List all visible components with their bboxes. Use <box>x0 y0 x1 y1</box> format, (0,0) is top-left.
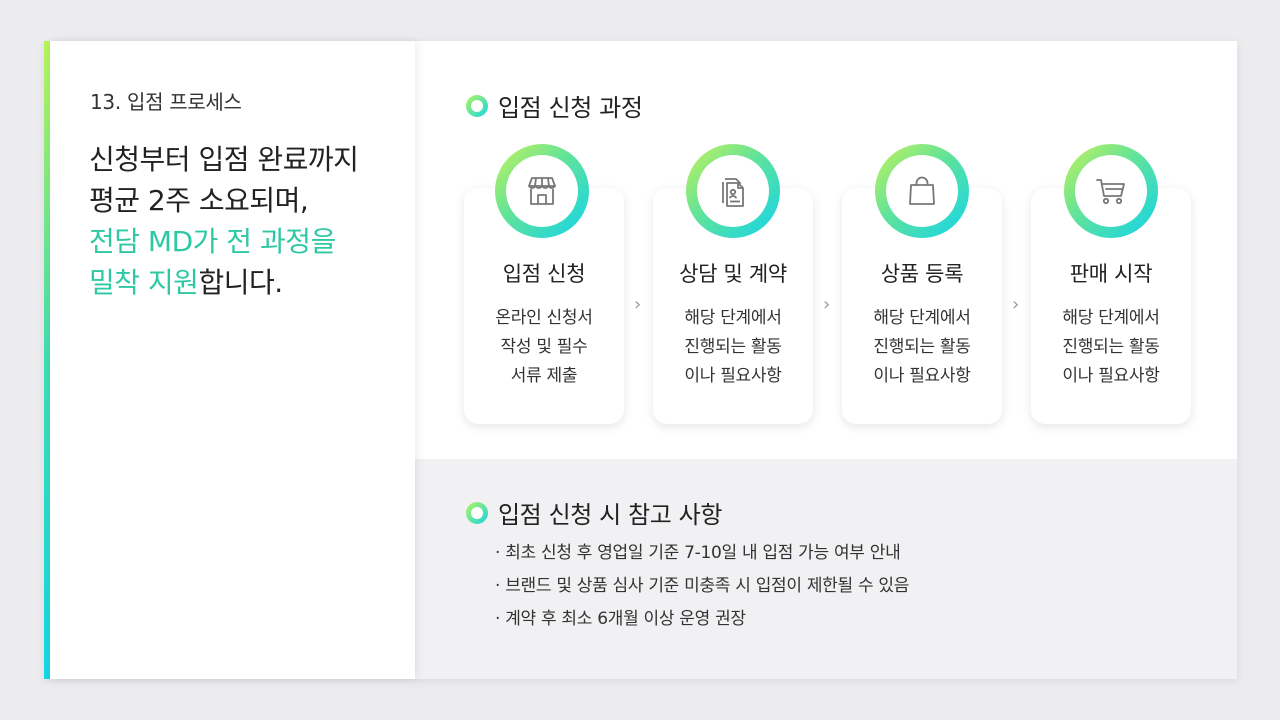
step-desc: 해당 단계에서 진행되는 활동 이나 필요사항 <box>873 308 971 386</box>
headline-line-3: 전담 MD가 전 과정을 <box>89 225 336 258</box>
ring-bullet-icon <box>466 94 488 117</box>
headline-line-2: 평균 2주 소요되며, <box>89 184 309 217</box>
step-desc: 해당 단계에서 진행되는 활동 이나 필요사항 <box>684 308 782 386</box>
process-title-text: 입점 신청 과정 <box>498 94 643 122</box>
notes-title: 입점 신청 시 참고 사항 <box>466 495 722 530</box>
step-title: 입점 신청 <box>502 262 586 286</box>
notes-item: · 계약 후 최소 6개월 이상 운영 권장 <box>495 609 746 629</box>
notes-title-text: 입점 신청 시 참고 사항 <box>498 501 723 529</box>
shopping-cart-icon <box>1096 179 1125 205</box>
notes-list: · 최초 신청 후 영업일 기준 7-10일 내 입점 가능 여부 안내 · 브… <box>495 537 909 636</box>
headline: 신청부터 입점 완료까지 평균 2주 소요되며, 전담 MD가 전 과정을 밀착… <box>89 139 359 303</box>
step-icon-circle-4 <box>1064 144 1158 238</box>
step-desc: 온라인 신청서 작성 및 필수 서류 제출 <box>495 308 593 386</box>
headline-line-4: 밀착 지원합니다. <box>89 262 358 303</box>
headline-rest: 합니다. <box>198 266 283 299</box>
chevron-right-icon: › <box>634 294 642 315</box>
notes-item: · 브랜드 및 상품 심사 기준 미충족 시 입점이 제한될 수 있음 <box>495 576 910 596</box>
step-icon-circle-1 <box>495 144 589 238</box>
documents-icon <box>722 178 744 207</box>
shopping-bag-icon <box>909 176 935 205</box>
store-icon <box>528 177 556 205</box>
chevron-right-icon: › <box>1012 294 1020 315</box>
notes-section <box>415 459 1237 679</box>
step-card-1: 입점 신청 온라인 신청서 작성 및 필수 서류 제출 <box>464 188 624 424</box>
step-icon-circle-2 <box>686 144 780 238</box>
headline-line-1: 신청부터 입점 완료까지 <box>89 143 359 176</box>
section-label: 13. 입점 프로세스 <box>90 90 242 114</box>
notes-item: · 최초 신청 후 영업일 기준 7-10일 내 입점 가능 여부 안내 <box>495 543 901 563</box>
headline-highlight: 밀착 지원 <box>89 266 199 299</box>
step-title: 판매 시작 <box>1069 262 1153 286</box>
chevron-right-icon: › <box>823 294 831 315</box>
step-desc: 해당 단계에서 진행되는 활동 이나 필요사항 <box>1062 308 1160 386</box>
slide: 13. 입점 프로세스 신청부터 입점 완료까지 평균 2주 소요되며, 전담 … <box>44 41 1237 679</box>
step-title: 상담 및 계약 <box>679 262 787 286</box>
step-title: 상품 등록 <box>880 262 964 286</box>
step-icon-circle-3 <box>875 144 969 238</box>
accent-bar <box>44 41 50 679</box>
ring-bullet-icon <box>466 501 488 524</box>
left-panel: 13. 입점 프로세스 신청부터 입점 완료까지 평균 2주 소요되며, 전담 … <box>50 41 415 679</box>
process-title: 입점 신청 과정 <box>466 88 643 123</box>
